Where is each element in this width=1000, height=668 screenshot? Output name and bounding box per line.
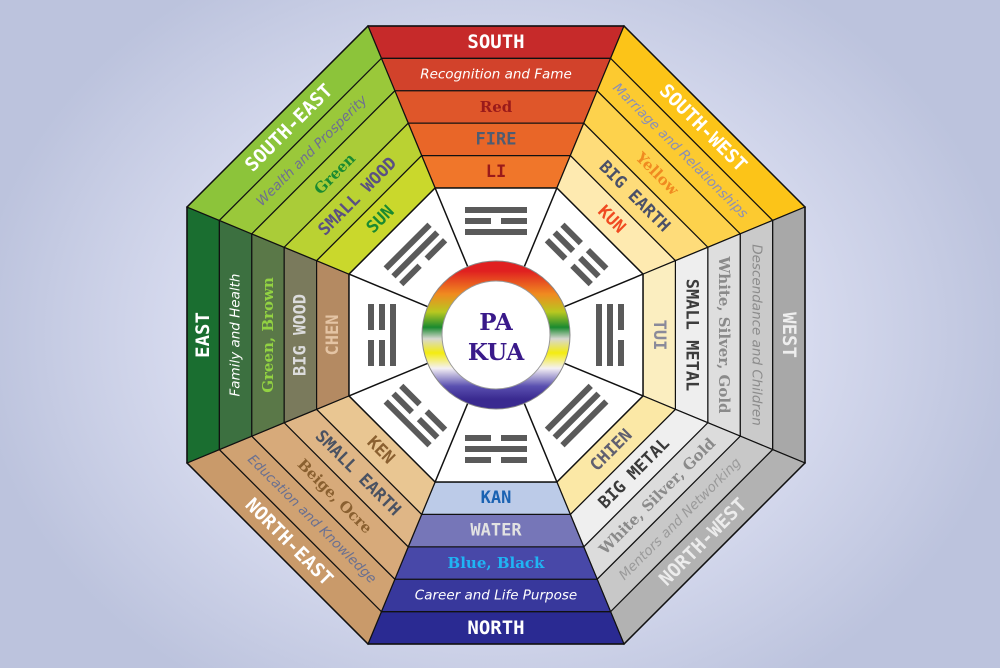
segment-divider xyxy=(434,187,470,271)
west-trigram-name-label: TUI xyxy=(649,320,669,351)
south-color-label: Red xyxy=(480,98,513,116)
trigram-south-west-icon xyxy=(544,222,609,287)
south-direction-label: SOUTH xyxy=(467,31,524,53)
center-disc xyxy=(441,280,551,390)
sector-north: NORTH Career and Life Purpose Blue, Black W… xyxy=(367,481,625,645)
sector-east: EAST Family and Health Green, Brown BIG WOO… xyxy=(186,206,350,464)
north-element-label: WATER xyxy=(470,521,522,541)
ring-outer-edge xyxy=(421,260,571,410)
south-aspiration-label: Recognition and Fame xyxy=(420,67,572,83)
rainbow-ring xyxy=(422,261,570,409)
east-color-label: Green, Brown xyxy=(259,277,277,393)
center-medallion: PA KUA xyxy=(421,260,571,410)
north-color-label: Blue, Black xyxy=(448,554,545,572)
segment-divider xyxy=(522,399,558,483)
south-element-label: FIRE xyxy=(476,129,517,149)
segment-divider xyxy=(348,273,432,309)
west-direction-label: WEST xyxy=(778,312,800,358)
trigram-north-west-icon xyxy=(544,383,609,448)
west-element-label: SMALL METAL xyxy=(682,279,702,392)
trigram-east-icon xyxy=(368,304,396,366)
segment-divider xyxy=(522,187,558,271)
east-element-label: BIG WOOD xyxy=(290,294,310,376)
trigram-north-icon xyxy=(465,435,527,463)
segment-divider xyxy=(434,399,470,483)
trigram-west-icon xyxy=(596,304,624,366)
north-trigram-name-label: KAN xyxy=(481,488,512,508)
east-direction-label: EAST xyxy=(192,312,214,358)
east-trigram-name-label: CHEN xyxy=(323,315,343,356)
north-direction-label: NORTH xyxy=(467,617,524,639)
center-title-line1: PA xyxy=(479,309,514,336)
trigram-south-icon xyxy=(465,207,527,235)
trigram-south-east-icon xyxy=(383,222,448,287)
center-title-line2: KUA xyxy=(468,339,526,366)
west-color-label: White, Silver, Gold xyxy=(715,255,733,414)
segment-divider xyxy=(348,361,432,397)
outer-octagon-outline xyxy=(186,25,806,645)
north-aspiration-label: Career and Life Purpose xyxy=(415,587,577,603)
segment-divider xyxy=(560,361,644,397)
segment-divider xyxy=(560,273,644,309)
sector-west: WEST Descendance and Children White, Silve… xyxy=(642,206,806,464)
east-aspiration-label: Family and Health xyxy=(228,274,244,397)
west-aspiration-label: Descendance and Children xyxy=(748,244,764,426)
south-trigram-name-label: LI xyxy=(486,162,506,182)
trigram-north-east-icon xyxy=(383,383,448,448)
